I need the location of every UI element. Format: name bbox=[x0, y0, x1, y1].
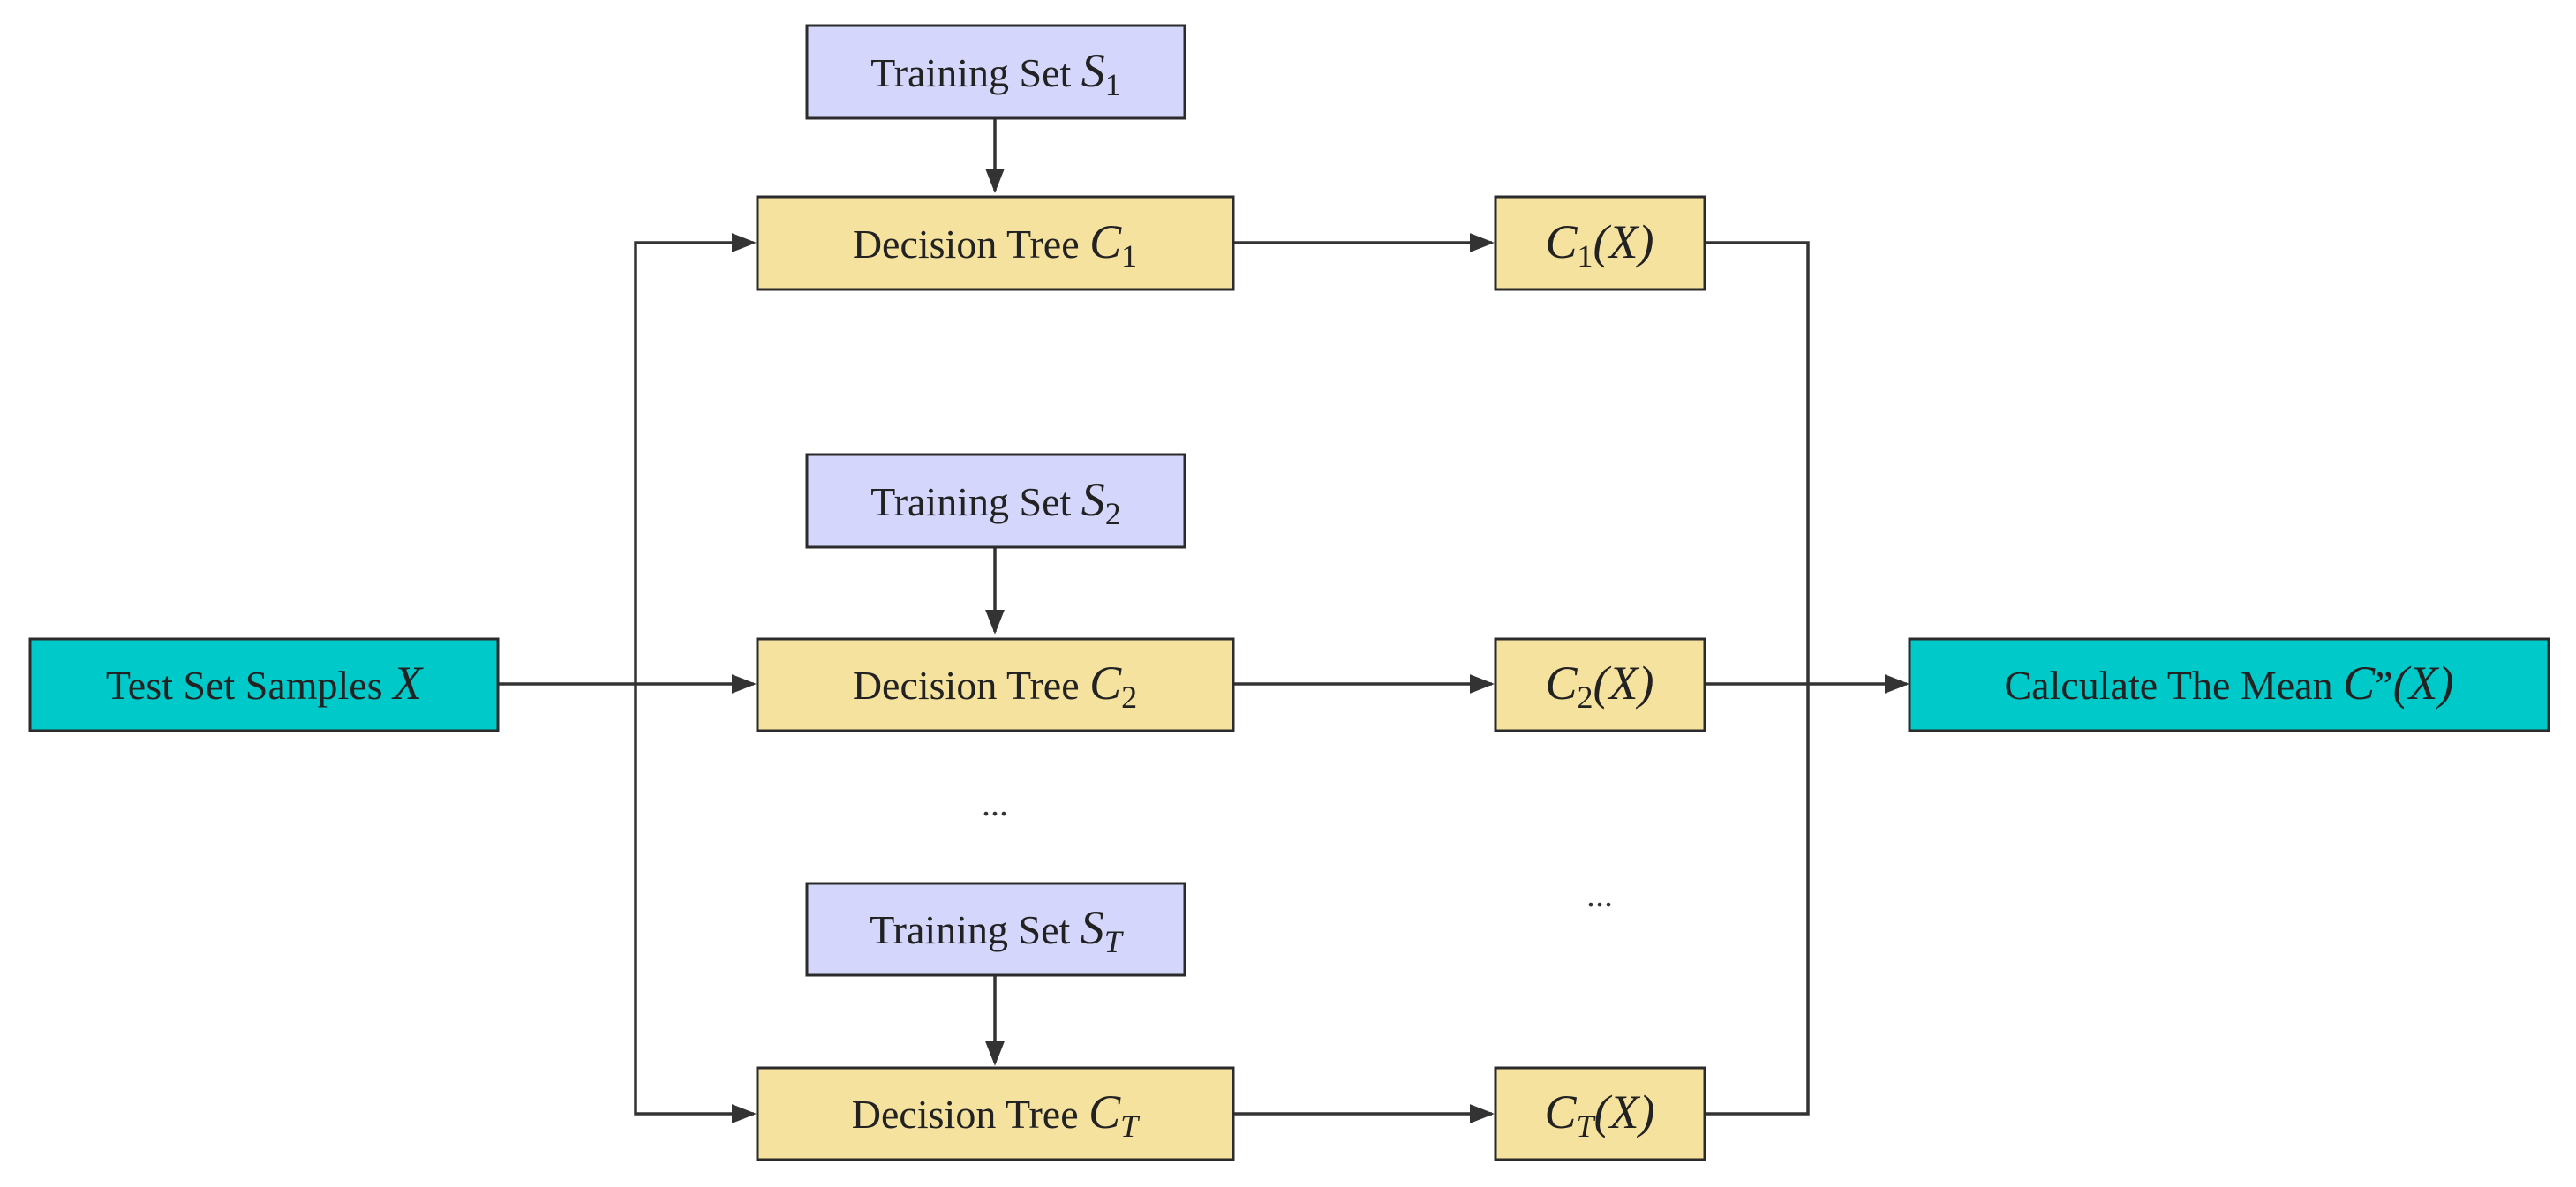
output-t-var: C bbox=[1544, 1086, 1577, 1138]
training-set-1-text: Training Set S1 bbox=[870, 44, 1121, 102]
mean-box bbox=[1908, 637, 2550, 732]
output-t-sub: T bbox=[1577, 1108, 1597, 1144]
outputs-ellipsis: ... bbox=[1586, 875, 1613, 914]
test-set-node: Test Set Samples X bbox=[28, 637, 500, 732]
training-set-2-text: Training Set S2 bbox=[870, 473, 1121, 531]
decision-tree-2-label: Decision Tree bbox=[853, 663, 1089, 708]
decision-tree-2-var: C bbox=[1089, 657, 1122, 710]
output-1-var: C bbox=[1546, 215, 1578, 268]
decision-tree-t-text: Decision Tree CT bbox=[852, 1086, 1141, 1144]
decision-tree-t-sub: T bbox=[1120, 1108, 1141, 1144]
output-t-box bbox=[1494, 1066, 1706, 1161]
edge-outputT-merge bbox=[1705, 684, 1810, 1116]
decision-tree-1-var: C bbox=[1089, 215, 1122, 268]
output-1-arg: (X) bbox=[1593, 215, 1654, 268]
branch-t: Training Set ST Decision Tree CT CT(X) bbox=[756, 882, 1706, 1161]
training-set-t-text: Training Set ST bbox=[870, 901, 1125, 959]
decision-tree-2-box bbox=[756, 637, 1235, 732]
training-set-2-sub: 2 bbox=[1105, 496, 1121, 531]
output-1-sub: 1 bbox=[1578, 238, 1593, 274]
mean-var: C bbox=[2343, 657, 2376, 710]
output-1-text: C1(X) bbox=[1546, 215, 1654, 274]
decision-tree-t-label: Decision Tree bbox=[852, 1092, 1088, 1137]
test-set-var: X bbox=[391, 657, 424, 710]
decision-tree-1-label: Decision Tree bbox=[853, 222, 1089, 267]
edge-output1-merge bbox=[1705, 241, 1810, 684]
output-t-text: CT(X) bbox=[1544, 1086, 1654, 1144]
training-set-t-box bbox=[805, 882, 1186, 977]
training-set-2-label: Training Set bbox=[870, 479, 1081, 524]
training-set-t-var: S bbox=[1081, 901, 1104, 954]
test-set-label: Test Set Samples bbox=[106, 663, 393, 708]
trees-ellipsis: ... bbox=[982, 784, 1008, 823]
edge-test-to-tree1 bbox=[634, 233, 757, 684]
mean-node: Calculate The Mean C”(X) bbox=[1908, 637, 2550, 732]
training-set-t-sub: T bbox=[1104, 924, 1125, 959]
decision-tree-1-sub: 1 bbox=[1121, 238, 1137, 274]
decision-tree-1-text: Decision Tree C1 bbox=[853, 215, 1137, 274]
edge-test-to-treeT bbox=[634, 684, 757, 1123]
output-2-var: C bbox=[1546, 657, 1578, 710]
training-set-1-label: Training Set bbox=[870, 50, 1081, 95]
output-2-box bbox=[1494, 637, 1706, 732]
training-set-2-var: S bbox=[1081, 473, 1105, 526]
decision-tree-2-sub: 2 bbox=[1121, 680, 1137, 715]
test-set-text: Test Set Samples X bbox=[106, 657, 424, 710]
decision-tree-t-var: C bbox=[1088, 1086, 1121, 1138]
branch-2: Training Set S2 Decision Tree C2 C2(X) bbox=[756, 453, 1706, 732]
training-set-1-box bbox=[805, 24, 1186, 120]
output-2-arg: (X) bbox=[1593, 657, 1654, 710]
decision-tree-1-box bbox=[756, 195, 1235, 291]
test-set-box bbox=[28, 637, 500, 732]
output-2-text: C2(X) bbox=[1546, 657, 1654, 715]
output-t-arg: (X) bbox=[1594, 1086, 1655, 1138]
edges bbox=[498, 118, 1909, 1123]
decision-tree-t-box bbox=[756, 1066, 1235, 1161]
branch-1: Training Set S1 Decision Tree C1 C1(X) bbox=[756, 24, 1706, 291]
mean-text: Calculate The Mean C”(X) bbox=[2004, 657, 2453, 710]
output-2-sub: 2 bbox=[1578, 680, 1593, 715]
training-set-t-label: Training Set bbox=[870, 907, 1081, 952]
output-1-box bbox=[1494, 195, 1706, 291]
training-set-1-sub: 1 bbox=[1105, 67, 1121, 102]
decision-tree-2-text: Decision Tree C2 bbox=[853, 657, 1137, 715]
mean-label: Calculate The Mean bbox=[2004, 663, 2343, 708]
training-set-2-box bbox=[805, 453, 1186, 549]
mean-arg: (X) bbox=[2393, 657, 2454, 710]
mean-quote: ” bbox=[2375, 663, 2392, 708]
training-set-1-var: S bbox=[1081, 44, 1105, 97]
